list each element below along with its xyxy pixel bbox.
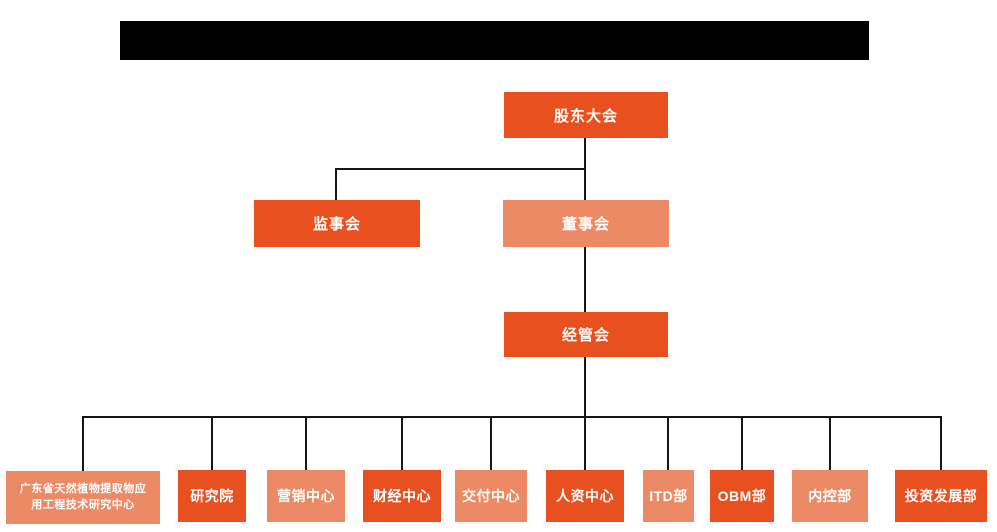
connector-drop-dept-4 bbox=[401, 416, 403, 471]
node-marketing-center: 营销中心 bbox=[267, 470, 345, 522]
node-guangdong-research-center: 广东省天然植物提取物应用工程技术研究中心 bbox=[6, 471, 160, 524]
connector-drop-dept-2 bbox=[211, 416, 213, 471]
node-internal-control-department: 内控部 bbox=[792, 470, 868, 522]
connector-drop-dept-10 bbox=[940, 416, 942, 471]
node-finance-center: 财经中心 bbox=[363, 470, 441, 522]
connector-drop-dept-8 bbox=[741, 416, 743, 471]
redacted-title-bar bbox=[120, 21, 869, 60]
connector-drop-dept-6 bbox=[584, 416, 586, 471]
connector-management-to-bus bbox=[584, 357, 586, 418]
connector-drop-dept-5 bbox=[490, 416, 492, 471]
connector-departments-bus bbox=[82, 416, 942, 418]
connector-drop-dept-1 bbox=[82, 416, 84, 471]
connector-board-to-management bbox=[584, 247, 586, 312]
connector-drop-dept-3 bbox=[305, 416, 307, 471]
node-investment-development-department: 投资发展部 bbox=[895, 470, 987, 522]
node-management-committee: 经管会 bbox=[504, 312, 668, 357]
node-delivery-center: 交付中心 bbox=[455, 470, 527, 522]
node-itd-department: ITD部 bbox=[643, 470, 694, 522]
connector-drop-dept-9 bbox=[829, 416, 831, 471]
node-hr-center: 人资中心 bbox=[546, 470, 624, 522]
connector-to-supervisory-board bbox=[335, 168, 337, 200]
connector-drop-dept-7 bbox=[667, 416, 669, 471]
connector-branch-horizontal bbox=[335, 168, 586, 170]
node-supervisory-board: 监事会 bbox=[254, 200, 420, 247]
node-research-institute: 研究院 bbox=[178, 470, 246, 522]
node-obm-department: OBM部 bbox=[710, 470, 774, 522]
node-shareholders-meeting: 股东大会 bbox=[504, 92, 668, 138]
node-board-of-directors: 董事会 bbox=[503, 200, 669, 247]
